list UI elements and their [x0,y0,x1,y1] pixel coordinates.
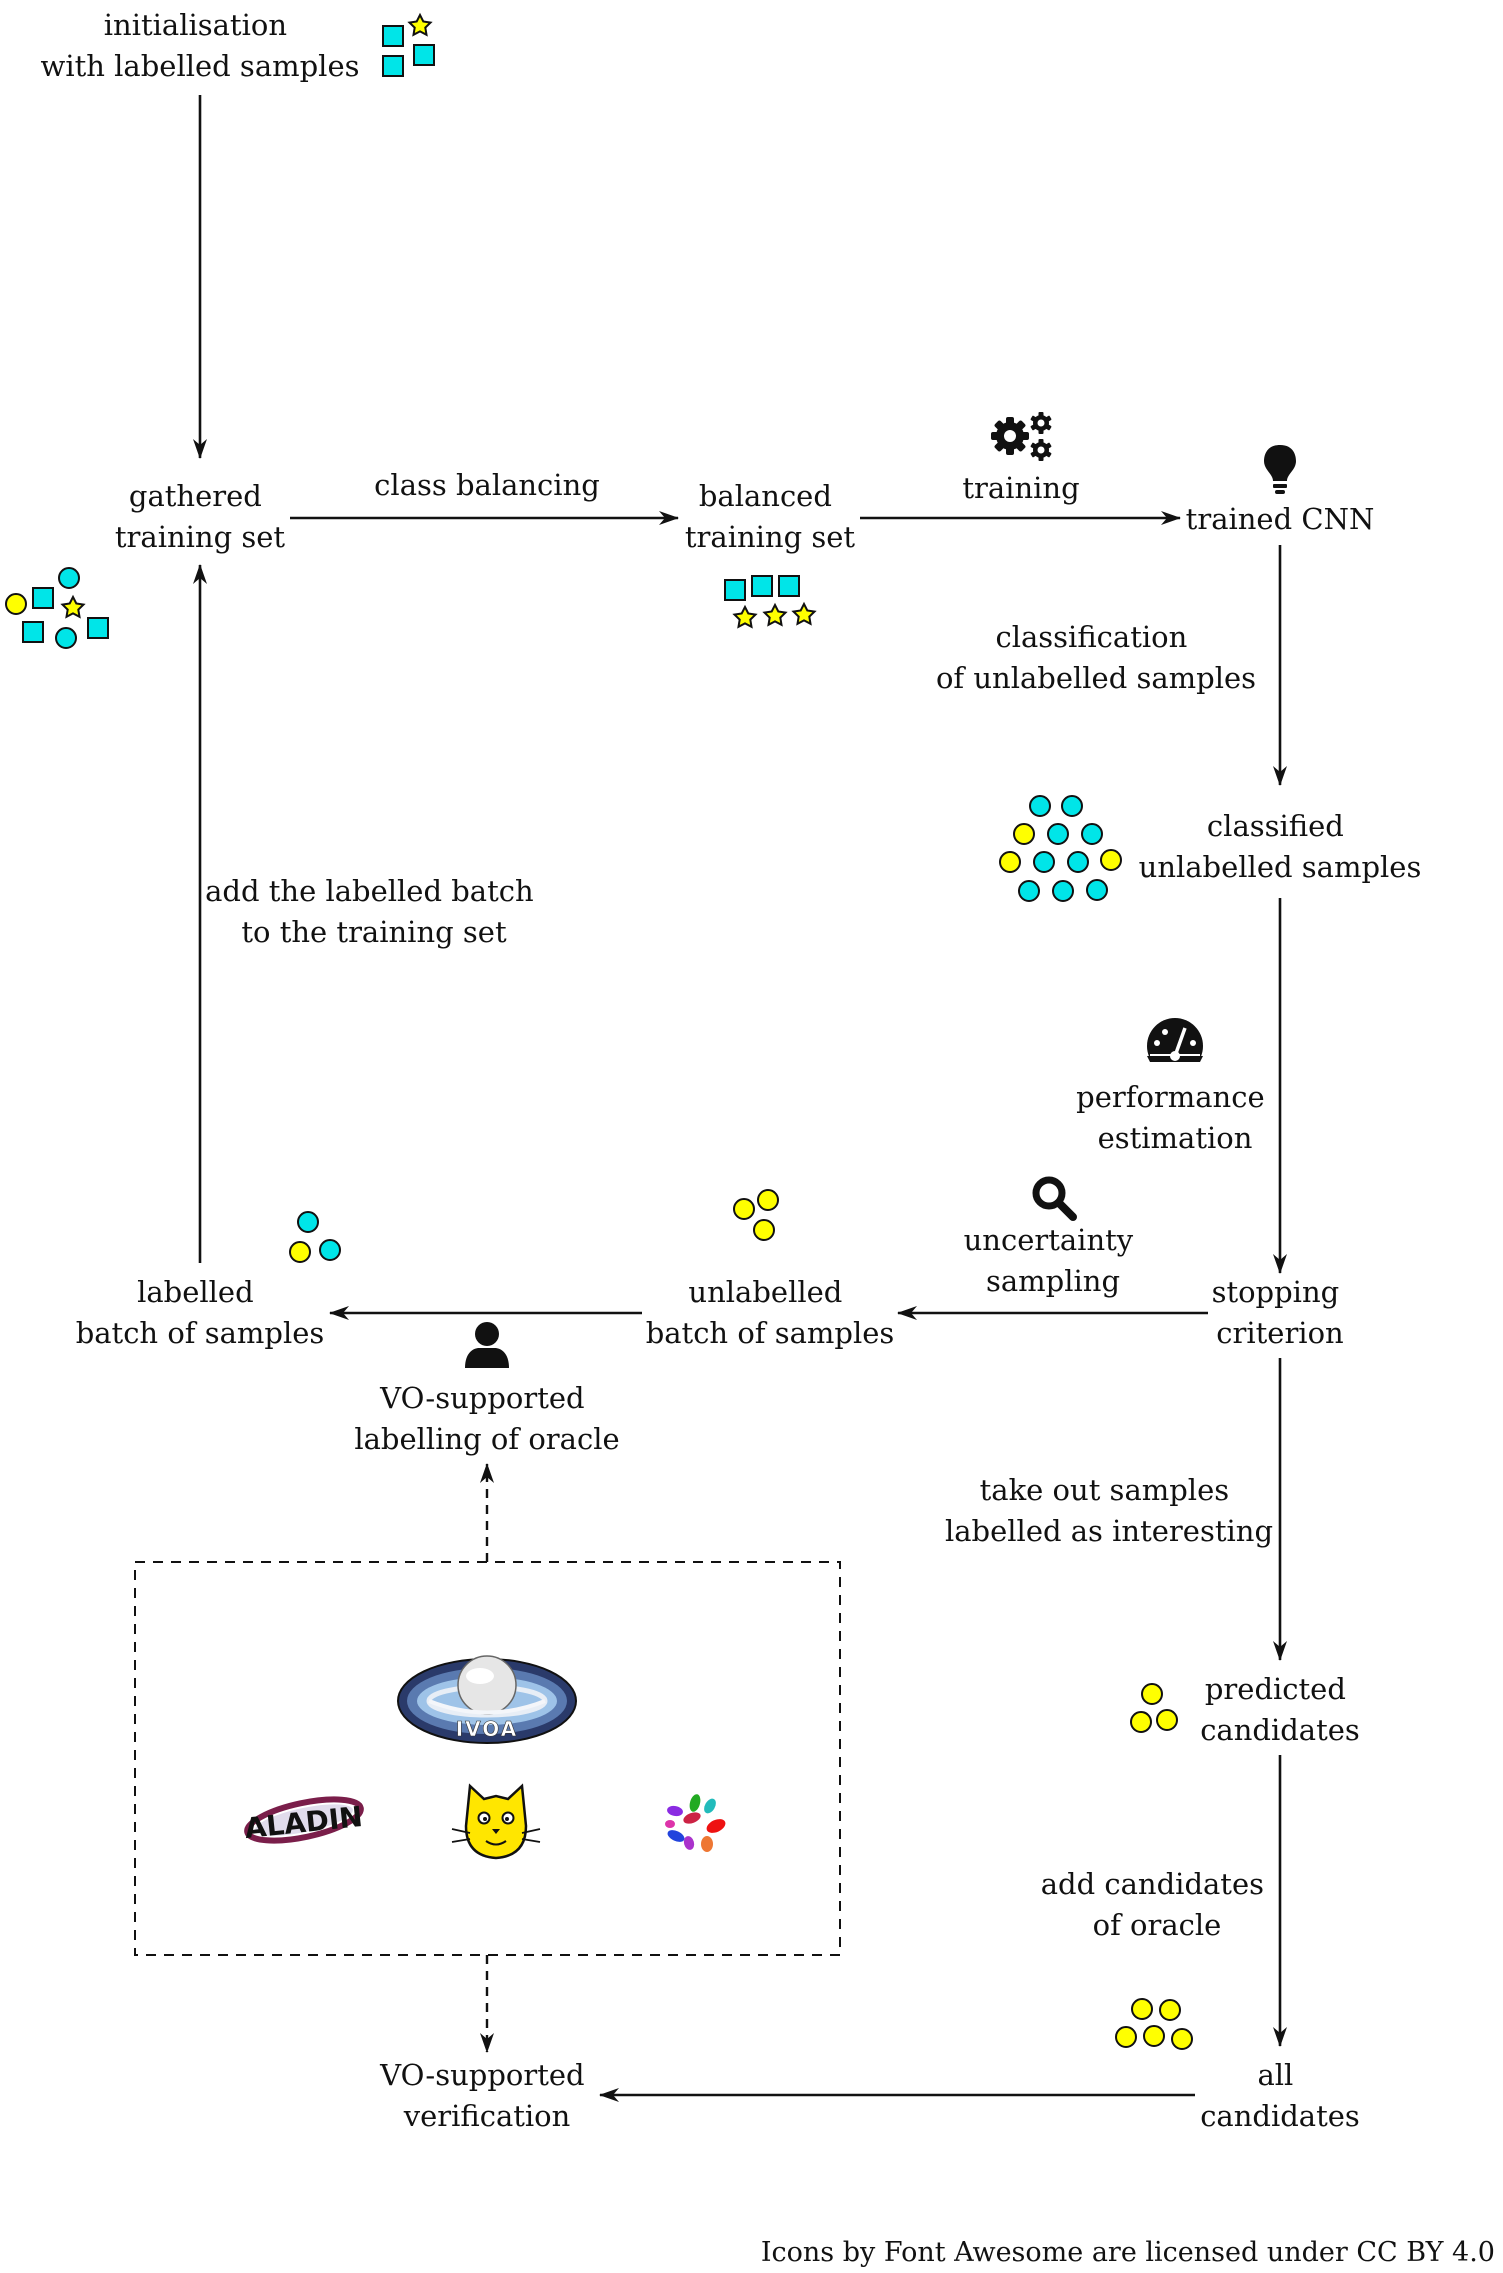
edge-label-add-candidates: add candidates of oracle [1041,1867,1273,1942]
edge-label-uncertainty: uncertainty sampling [964,1223,1143,1298]
node-all-label: all candidates [1200,2058,1360,2133]
edge-label-take-out: take out samples labelled as interesting [945,1473,1273,1548]
sample-circle [1100,849,1122,871]
sample-circle [1171,2028,1193,2050]
sample-circle [1143,2025,1165,2047]
sample-circle [297,1211,319,1233]
sample-circle [5,593,27,615]
sample-square [32,587,54,609]
predicted-samples-icon [1130,1683,1178,1733]
sample-circle [1130,1711,1152,1733]
sample-square [724,579,746,601]
edge-label-performance: performance estimation [1076,1080,1274,1155]
sample-circle [1156,1709,1178,1731]
sample-circle [1029,795,1051,817]
sample-circle [319,1239,341,1261]
sample-circle [999,851,1021,873]
aladin-logo: ALADIN [243,1796,364,1845]
gears-icon [991,412,1052,461]
sample-circle [58,567,80,589]
sample-square [87,617,109,639]
sample-circle [55,627,77,649]
sample-star [60,594,86,619]
sample-circle [757,1189,779,1211]
edge-label-classification: classification of unlabelled samples [936,620,1256,695]
sample-star [407,12,433,37]
sample-circle [1052,880,1074,902]
labelled-batch-samples-icon [289,1211,341,1263]
sample-circle [1033,851,1055,873]
sample-circle [1061,795,1083,817]
gathered-samples-icon [5,567,109,649]
node-balanced-label: balanced training set [685,479,856,554]
balanced-samples-icon [724,575,817,629]
topcat-logo [451,1783,541,1860]
node-unlabelled-batch-label: unlabelled batch of samples [646,1275,895,1350]
node-classified-label: classified unlabelled samples [1139,809,1422,884]
init-samples-icon [382,12,435,77]
sample-square [751,575,773,597]
node-oracle-label: VO-supported labelling of oracle [354,1381,619,1456]
vo-tools-box [134,1561,841,1956]
node-stopping-label: stopping criterion [1212,1275,1349,1350]
sample-circle [753,1219,775,1241]
node-labelled-batch-label: labelled batch of samples [76,1275,325,1350]
sample-star [791,601,817,626]
tachometer-icon [1147,1018,1203,1074]
edge-label-class-balancing: class balancing [374,468,600,502]
user-icon [465,1322,509,1368]
sample-circle [1018,880,1040,902]
edge-labels: class balancing training classification … [205,468,1274,1942]
search-icon [1032,1176,1077,1221]
classified-samples-icon [999,795,1122,902]
node-labels: initialisation with labelled samples gat… [41,8,1422,2133]
sample-circle [289,1241,311,1263]
sample-square [382,25,404,47]
ivoa-logo-text: IVOA [456,1717,519,1741]
sample-star [732,604,758,629]
node-trained-label: trained CNN [1186,502,1375,536]
lightbulb-icon [1264,445,1296,494]
node-verification-label: VO-supported verification [379,2058,594,2133]
sample-circle [1047,823,1069,845]
node-predicted-label: predicted candidates [1200,1672,1360,1747]
sample-circle [733,1198,755,1220]
edges [193,95,1287,2102]
sample-square [382,55,404,77]
flower-logo [665,1794,726,1852]
icon-credit: Icons by Font Awesome are licensed under… [761,2237,1495,2268]
edge-label-add-labelled: add the labelled batch to the training s… [205,874,543,949]
ivoa-logo: IVOA [397,1655,577,1744]
sample-square [22,621,44,643]
sample-circle [1081,823,1103,845]
sample-circle [1131,1998,1153,2020]
sample-square [778,575,800,597]
sample-star [762,602,788,627]
aladin-logo-text: ALADIN [243,1800,364,1845]
sample-circle [1013,823,1035,845]
sample-circle [1067,851,1089,873]
unlabelled-batch-samples-icon [733,1189,779,1241]
all-candidates-samples-icon [1115,1998,1193,2050]
edge-label-training: training [962,471,1079,505]
node-gathered-label: gathered training set [115,479,286,554]
sample-square [413,44,435,66]
node-init-label: initialisation with labelled samples [41,8,360,83]
sample-circle [1159,1999,1181,2021]
sample-circle [1141,1683,1163,1705]
sample-circle [1115,2026,1137,2048]
sample-circle [1086,879,1108,901]
